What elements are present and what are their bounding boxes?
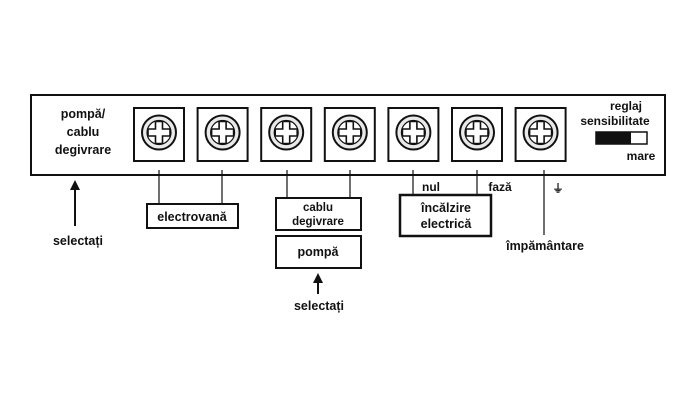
pump-cable-label-1: pompă/ <box>61 107 106 121</box>
terminal-5-neutral[interactable] <box>387 107 440 162</box>
heating-label-1: încălzire <box>420 201 471 215</box>
ground-symbol-icon: ⏚ <box>553 182 564 195</box>
electrovalve-label: electrovană <box>157 210 228 224</box>
terminal-3-defrost[interactable] <box>260 107 313 162</box>
heating-box <box>398 193 493 238</box>
terminal-7-ground[interactable] <box>514 107 567 162</box>
sensitivity-max-label: mare <box>627 149 656 163</box>
pump-cable-label-2: cablu <box>67 125 100 139</box>
electrovalve-box <box>146 203 239 229</box>
switch-knob <box>596 132 631 144</box>
screw-cross-icon <box>338 120 362 145</box>
pump-label: pompă <box>298 245 340 259</box>
sensitivity-switch[interactable] <box>595 131 648 145</box>
terminal-2-electrovalve[interactable] <box>196 107 249 162</box>
defrost-cable-box <box>275 197 362 231</box>
terminal-4-defrost[interactable] <box>323 107 376 162</box>
screw-cross-icon <box>210 120 235 145</box>
screw-cross-icon <box>528 120 553 145</box>
defrost-cable-label-2: degivrare <box>292 216 344 228</box>
terminal-group <box>133 107 567 162</box>
select-bottom-label: selectați <box>294 299 344 313</box>
select-left-arrow-head <box>70 180 80 190</box>
terminal-6-phase[interactable] <box>451 107 503 162</box>
sensitivity-label-2: sensibilitate <box>580 114 650 128</box>
neutral-label: nul <box>422 180 440 194</box>
heating-label-2: electrică <box>421 217 473 231</box>
select-bottom-arrow-head <box>313 273 323 283</box>
pump-cable-label-3: degivrare <box>55 143 111 157</box>
screw-cross-icon <box>147 120 171 145</box>
grounding-label: împământare <box>505 239 584 253</box>
sensitivity-label-1: reglaj <box>610 99 642 113</box>
screw-cross-icon <box>465 120 489 145</box>
screw-cross-icon <box>274 120 298 145</box>
terminal-1-electrovalve[interactable] <box>133 107 185 162</box>
defrost-cable-label-1: cablu <box>303 202 333 214</box>
pump-box <box>275 235 362 269</box>
select-left-label: selectați <box>53 234 103 248</box>
screw-cross-icon <box>401 120 426 145</box>
phase-label: fază <box>488 180 512 194</box>
